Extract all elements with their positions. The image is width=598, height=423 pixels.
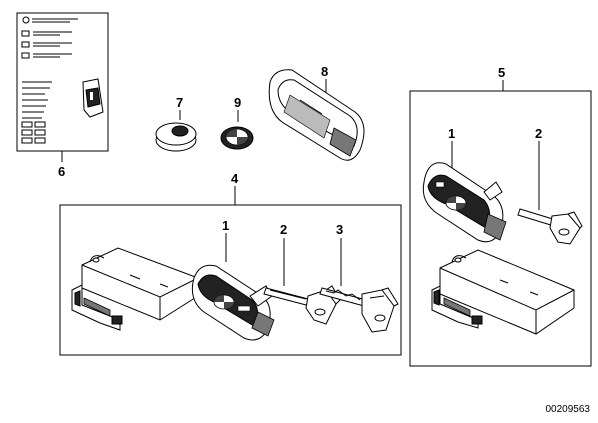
callout-kit-main-2: 2 — [280, 222, 287, 237]
booklet-key-illustration — [82, 78, 104, 118]
callout-kit-main-3: 3 — [336, 222, 343, 237]
kit-right-frame — [409, 90, 592, 367]
diagram-number: 00209563 — [546, 404, 591, 415]
callout-kit-right-1: 1 — [448, 126, 455, 141]
callout-6: 6 — [58, 164, 65, 179]
kit-right-remote-key — [422, 162, 507, 243]
booklet — [16, 12, 109, 152]
kit-main-mechanical-key — [319, 287, 399, 333]
callout-4: 4 — [231, 171, 239, 186]
kit-right-control-module — [431, 249, 575, 335]
callout-kit-right-2: 2 — [535, 126, 542, 141]
callout-8: 8 — [321, 64, 328, 79]
kit-main-remote-key — [191, 264, 275, 341]
callout-5: 5 — [498, 65, 505, 80]
kit-main-control-module — [71, 247, 199, 331]
callout-kit-main-1: 1 — [222, 218, 229, 233]
remote-key-housing — [268, 69, 365, 161]
battery — [155, 122, 197, 152]
kit-right-blank-key — [517, 208, 583, 245]
kit-main-frame — [59, 204, 402, 356]
callout-9: 9 — [234, 95, 241, 110]
callout-7: 7 — [176, 95, 183, 110]
bmw-emblem — [220, 126, 254, 150]
